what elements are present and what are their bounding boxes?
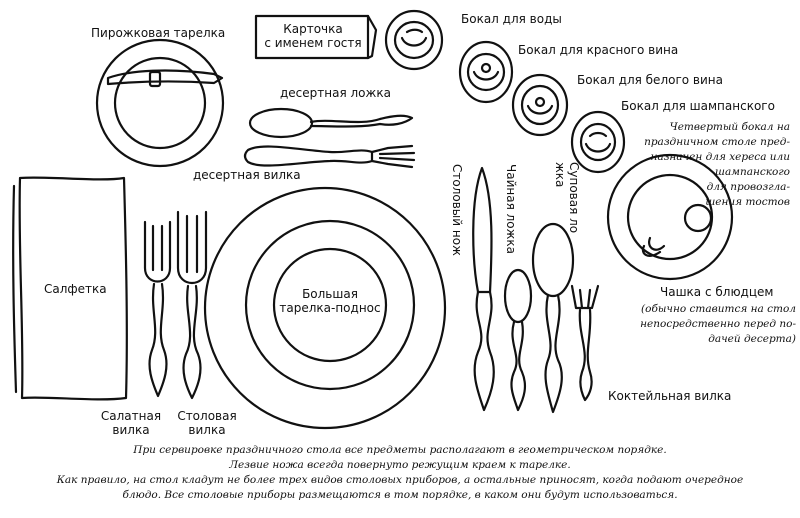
label-salad-fork: Салатная вилка [100,409,162,437]
label-champagne-glass: Бокал для шампанского [621,99,775,113]
footer-line-4: блюдо. Все столовые приборы размещаются … [122,489,678,501]
label-teaspoon: Чайная ложка [504,164,518,255]
label-dessert-fork: десертная вилка [193,168,301,182]
dinner-fork [176,210,208,400]
note-fourth-glass: Четвертый бокал на праздничном столе пре… [644,121,790,208]
label-water-glass: Бокал для воды [461,12,562,26]
label-dinner-fork: Столовая вилка [177,409,237,437]
dessert-fork [243,144,416,169]
champagne-glass [570,110,626,174]
name-card [254,14,378,60]
label-dinner-knife: Столовый нож [450,164,464,256]
label-white-wine-glass: Бокал для белого вина [577,73,723,87]
service-plate [203,186,447,430]
water-glass [384,9,444,71]
teaspoon [503,268,533,412]
salad-fork [143,220,172,398]
label-red-wine-glass: Бокал для красного вина [518,43,679,57]
footer-line-1: При сервировке праздничного стола все пр… [133,444,667,456]
cocktail-fork [570,284,600,402]
soup-spoon [531,222,575,414]
cup-and-saucer [606,153,734,281]
label-soup-spoon: Суповая ложка [553,162,581,234]
bread-plate [95,38,225,168]
label-cocktail-fork: Коктейльная вилка [608,389,732,403]
label-service-plate: Большая тарелка-поднос [279,287,381,315]
dessert-spoon [248,107,414,139]
red-wine-glass [458,40,514,104]
label-cup-saucer: Чашка с блюдцем [660,285,774,299]
napkin [12,176,128,401]
white-wine-glass [511,73,569,137]
label-dessert-spoon: десертная ложка [280,86,391,100]
note-cup-saucer: (обычно ставится на стол непосредственно… [640,303,796,345]
footer-line-3: Как правило, на стол кладут не более тре… [56,474,744,486]
label-name-card: Карточка с именем гостя [264,22,362,50]
dinner-knife [472,166,495,412]
footer-line-2: Лезвие ножа всегда повернуто режущим кра… [229,459,571,471]
label-napkin: Салфетка [44,282,107,296]
label-bread-plate: Пирожковая тарелка [91,26,226,40]
